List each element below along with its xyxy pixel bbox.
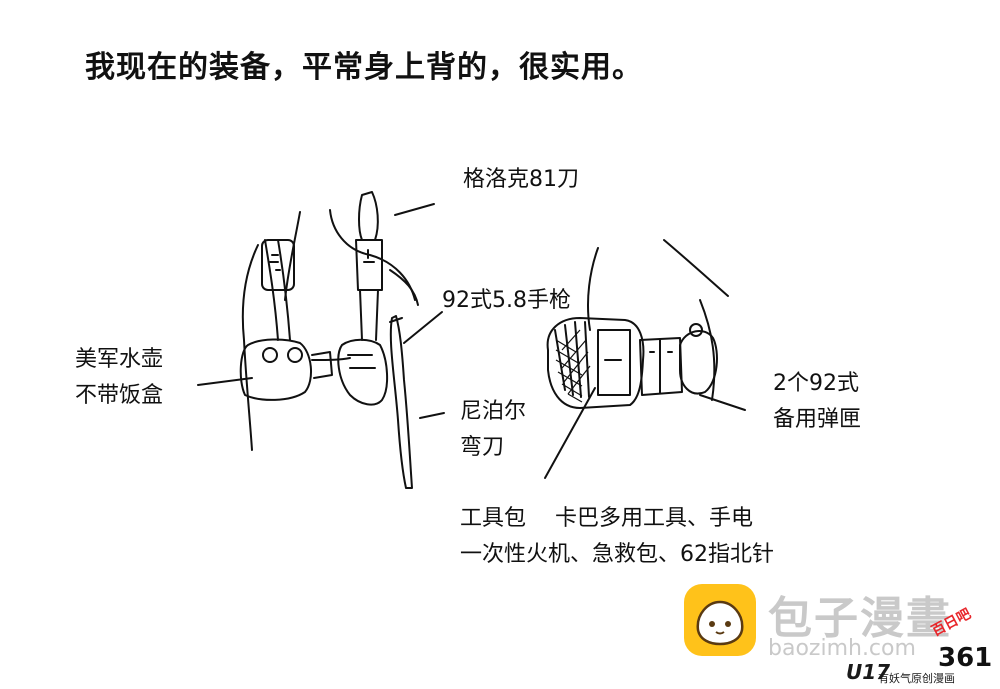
label-toolkit-line1: 工具包 卡巴多用工具、手电 bbox=[460, 506, 753, 531]
label-machete-line1: 尼泊尔 bbox=[460, 399, 527, 424]
page-heading: 我现在的装备，平常身上背的，很实用。 bbox=[85, 50, 643, 85]
u17-slogan: 有妖气原创漫画 bbox=[878, 672, 955, 685]
label-magazine-line2: 备用弹匣 bbox=[773, 407, 862, 432]
knife-sheath bbox=[358, 191, 379, 241]
page-number: 361 bbox=[938, 643, 993, 673]
bun-face-icon bbox=[696, 600, 744, 646]
label-toolkit: 工具包 卡巴多用工具、手电 一次性火机、急救包、62指北针 bbox=[460, 501, 774, 573]
right-torso-outline bbox=[587, 247, 599, 331]
toolkit-pouch bbox=[546, 317, 645, 409]
left-strap bbox=[264, 239, 279, 341]
bun-logo-icon bbox=[684, 584, 756, 656]
label-magazine-line1: 2个92式 bbox=[773, 371, 859, 396]
label-canteen: 美军水壶 不带饭盒 bbox=[75, 342, 163, 414]
watermark-domain: baozimh.com bbox=[768, 636, 916, 661]
label-machete-line2: 弯刀 bbox=[460, 435, 505, 460]
watermark-title: 包子漫畫 bbox=[768, 593, 952, 644]
label-canteen-line2: 不带饭盒 bbox=[75, 383, 164, 408]
left-shoulder-outline bbox=[241, 244, 259, 451]
label-pistol: 92式5.8手枪 bbox=[442, 288, 571, 313]
canteen bbox=[239, 338, 312, 401]
pistol-holster bbox=[337, 338, 388, 406]
label-magazine: 2个92式 备用弹匣 bbox=[773, 366, 861, 438]
label-toolkit-line2: 一次性火机、急救包、62指北针 bbox=[460, 542, 774, 567]
label-canteen-line1: 美军水壶 bbox=[75, 347, 164, 372]
machete bbox=[389, 315, 413, 489]
label-knife: 格洛克81刀 bbox=[463, 167, 579, 192]
label-machete: 尼泊尔 弯刀 bbox=[460, 394, 526, 466]
magazine-pouch bbox=[639, 337, 683, 396]
u17-badge: U17 bbox=[846, 660, 891, 684]
